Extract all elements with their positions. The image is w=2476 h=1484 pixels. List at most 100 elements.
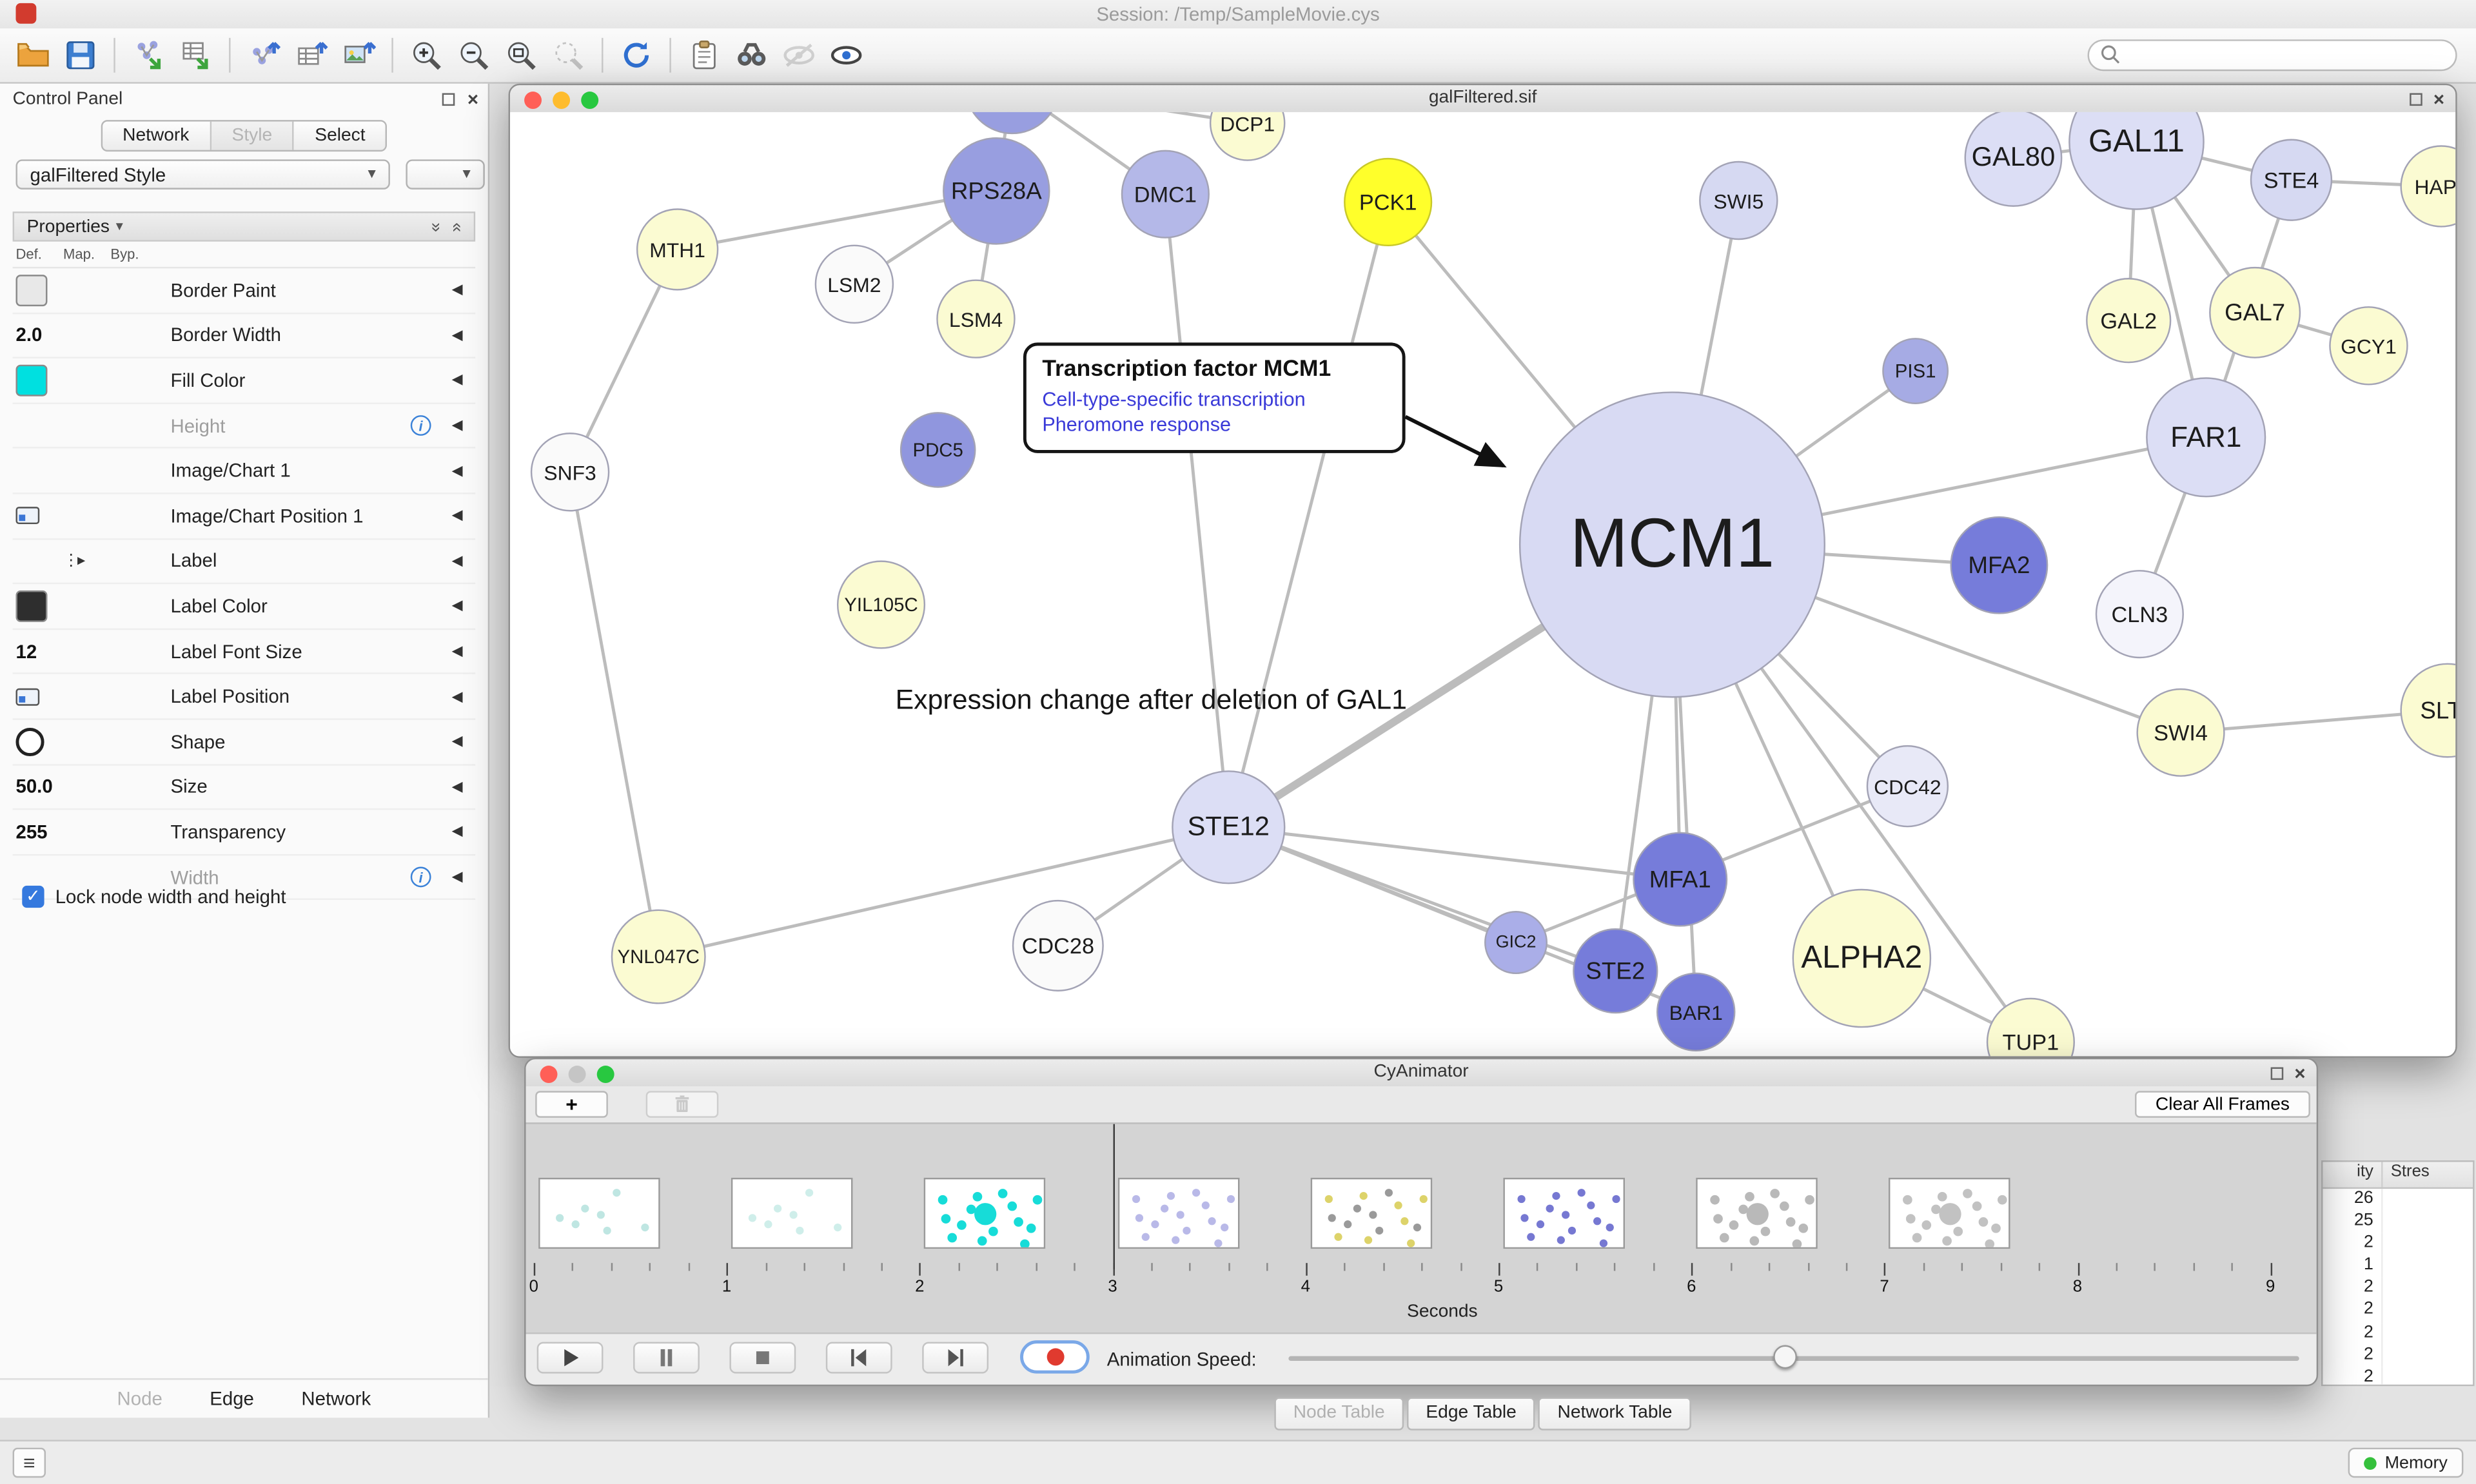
default-value-cell[interactable] (13, 404, 60, 447)
mapping-cell[interactable] (60, 585, 107, 629)
transport-pause-button[interactable] (633, 1342, 700, 1374)
property-row-image-chart-1[interactable]: Image/Chart 1◀ (12, 449, 476, 494)
node-mth1[interactable]: MTH1 (636, 208, 719, 291)
expand-all-icon[interactable]: » (426, 221, 446, 231)
style-options-button[interactable]: ▾ (406, 159, 485, 190)
table-row[interactable]: 2 (2323, 1367, 2473, 1385)
transport-play-button[interactable] (536, 1342, 604, 1374)
expand-arrow-icon[interactable]: ◀ (451, 777, 463, 794)
table-row[interactable]: 1 (2323, 1255, 2473, 1278)
annotation-link[interactable]: Pheromone response (1042, 413, 1232, 436)
default-value-cell[interactable] (13, 539, 60, 583)
node-alpha2[interactable]: ALPHA2 (1792, 888, 1932, 1028)
network-window-titlebar[interactable]: galFiltered.sif × (510, 85, 2456, 114)
tab-node-table[interactable]: Node Table (1274, 1396, 1404, 1430)
mapping-cell[interactable] (60, 630, 107, 674)
export-image-button[interactable] (335, 33, 382, 77)
property-row-border-paint[interactable]: Border Paint◀ (12, 268, 476, 314)
default-value-cell[interactable] (13, 585, 60, 629)
export-network-button[interactable] (240, 33, 287, 77)
default-value-cell[interactable]: 255 (15, 821, 48, 843)
node-cln3[interactable]: CLN3 (2095, 570, 2184, 659)
find-button[interactable] (728, 33, 775, 77)
lock-size-row[interactable]: ✓ Lock node width and height (22, 885, 286, 908)
node-cdc28[interactable]: CDC28 (1012, 899, 1104, 991)
expand-arrow-icon[interactable]: ◀ (451, 326, 463, 343)
bypass-cell[interactable] (108, 494, 155, 538)
bypass-cell[interactable] (108, 268, 155, 312)
export-table-button[interactable] (288, 33, 335, 77)
node-gal2[interactable]: GAL2 (2086, 278, 2172, 364)
frame-thumbnail-1[interactable] (731, 1177, 853, 1249)
frame-thumbnail-2[interactable] (924, 1177, 1046, 1249)
mapping-cell[interactable] (60, 268, 107, 312)
property-row-label[interactable]: ⋮▸Label◀ (12, 539, 476, 585)
node-mcm1[interactable]: MCM1 (1518, 391, 1826, 698)
default-value-cell[interactable] (13, 675, 60, 719)
bypass-cell[interactable] (108, 313, 155, 357)
default-value-cell[interactable] (13, 720, 60, 764)
node-far1[interactable]: FAR1 (2146, 377, 2266, 498)
collapse-all-icon[interactable]: » (446, 221, 466, 231)
record-button[interactable] (1020, 1340, 1090, 1374)
zoom-selected-button[interactable] (545, 33, 592, 77)
default-value-cell[interactable]: 2.0 (15, 324, 43, 347)
node-swi4[interactable]: SWI4 (2136, 688, 2225, 777)
add-frame-button[interactable]: + (535, 1091, 608, 1118)
expand-arrow-icon[interactable]: ◀ (451, 823, 463, 839)
tab-edge-table[interactable]: Edge Table (1407, 1396, 1536, 1430)
status-menu-button[interactable]: ≡ (12, 1447, 46, 1478)
bypass-cell[interactable] (108, 449, 155, 493)
expand-arrow-icon[interactable]: ◀ (451, 597, 463, 614)
property-row-fill-color[interactable]: Fill Color◀ (12, 358, 476, 404)
bypass-cell[interactable] (108, 675, 155, 719)
panel-tab-edge[interactable]: Edge (210, 1387, 254, 1410)
bypass-cell[interactable] (108, 810, 155, 854)
frame-thumbnail-6[interactable] (1696, 1177, 1818, 1249)
search-box[interactable] (2087, 39, 2457, 72)
mapping-cell[interactable] (60, 358, 107, 402)
frame-thumbnail-4[interactable] (1310, 1177, 1432, 1249)
annotation-link[interactable]: Cell-type-specific transcription (1042, 388, 1306, 411)
float-window-icon[interactable] (2270, 1066, 2284, 1079)
zoom-fit-button[interactable] (497, 33, 544, 77)
close-window-icon[interactable]: × (2294, 1061, 2306, 1084)
zoom-window-button[interactable] (581, 90, 599, 108)
property-row-shape[interactable]: Shape◀ (12, 720, 476, 765)
zoom-window-button[interactable] (596, 1064, 614, 1082)
search-input[interactable] (2123, 43, 2446, 68)
node-gal7[interactable]: GAL7 (2209, 266, 2301, 358)
tab-network[interactable]: Network (102, 121, 211, 150)
hide-selected-button[interactable] (775, 33, 822, 77)
mapping-cell[interactable] (60, 720, 107, 764)
node-mfa2[interactable]: MFA2 (1950, 516, 2049, 614)
mapping-cell[interactable] (60, 675, 107, 719)
current-style-select[interactable]: galFiltered Style ▾ (15, 159, 390, 190)
minimize-window-button[interactable] (553, 90, 571, 108)
table-row[interactable]: 2 (2323, 1233, 2473, 1256)
expand-arrow-icon[interactable]: ◀ (451, 416, 463, 433)
node-lsm2[interactable]: LSM2 (814, 244, 894, 324)
mapping-cell[interactable] (60, 810, 107, 854)
default-value-cell[interactable] (13, 449, 60, 493)
frame-thumbnail-3[interactable] (1117, 1177, 1239, 1249)
default-value-cell[interactable] (13, 358, 60, 402)
canvas-annotation-text[interactable]: Expression change after deletion of GAL1 (895, 683, 1407, 716)
expand-arrow-icon[interactable]: ◀ (451, 868, 463, 884)
tab-select[interactable]: Select (294, 121, 386, 150)
float-window-icon[interactable] (2410, 92, 2422, 105)
tab-style[interactable]: Style (211, 121, 295, 150)
expand-arrow-icon[interactable]: ◀ (451, 642, 463, 659)
property-row-image-chart-position-1[interactable]: Image/Chart Position 1◀ (12, 494, 476, 540)
bypass-cell[interactable] (108, 630, 155, 674)
refresh-view-button[interactable] (613, 33, 660, 77)
default-value-cell[interactable] (13, 494, 60, 538)
table-row[interactable]: 2 (2323, 1278, 2473, 1300)
table-row[interactable]: 25 (2323, 1211, 2473, 1234)
